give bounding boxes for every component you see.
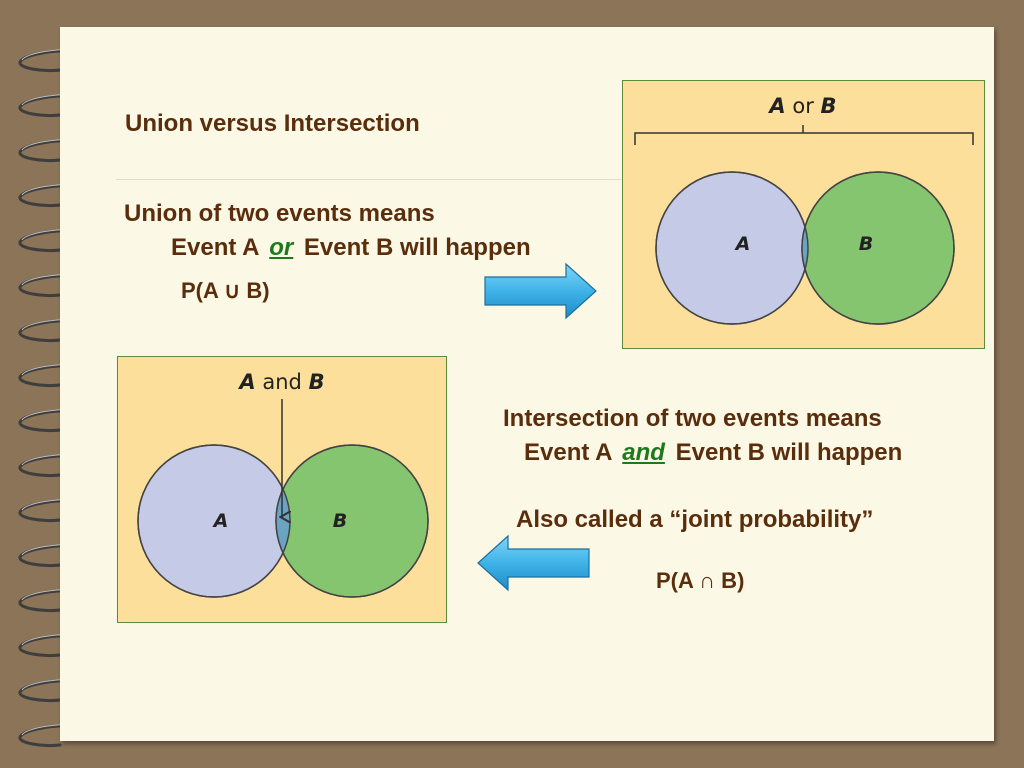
circle-a-label: A — [734, 233, 751, 255]
or-keyword: or — [269, 234, 294, 261]
intersection-condition: Event A and Event B will happen — [524, 439, 903, 466]
circle-a-label: A — [212, 510, 229, 532]
union-definition: Union of two events means — [124, 200, 435, 227]
union-condition: Event A or Event B will happen — [171, 234, 531, 261]
circle-b — [275, 444, 429, 598]
intersection-diagram-label: A and B — [237, 370, 324, 394]
circle-b-label: B — [333, 510, 347, 532]
intersection-venn-diagram: A and B A B — [117, 356, 447, 623]
page-title: Union versus Intersection — [125, 110, 420, 137]
left-arrow-icon — [477, 534, 590, 592]
intersection-formula: P(A ∩ B) — [656, 568, 745, 593]
and-keyword: and — [622, 439, 665, 466]
intersection-definition: Intersection of two events means — [503, 405, 882, 432]
union-bracket — [634, 125, 974, 145]
circle-a — [655, 171, 809, 325]
joint-probability-note: Also called a “joint probability” — [516, 506, 874, 533]
union-diagram-label: A or B — [767, 94, 836, 118]
circle-b — [801, 171, 955, 325]
circle-b-label: B — [859, 233, 873, 255]
right-arrow-icon — [484, 262, 597, 320]
union-formula: P(A ∪ B) — [181, 278, 270, 303]
title-divider — [116, 179, 626, 180]
union-venn-diagram: A or B A B — [622, 80, 985, 349]
